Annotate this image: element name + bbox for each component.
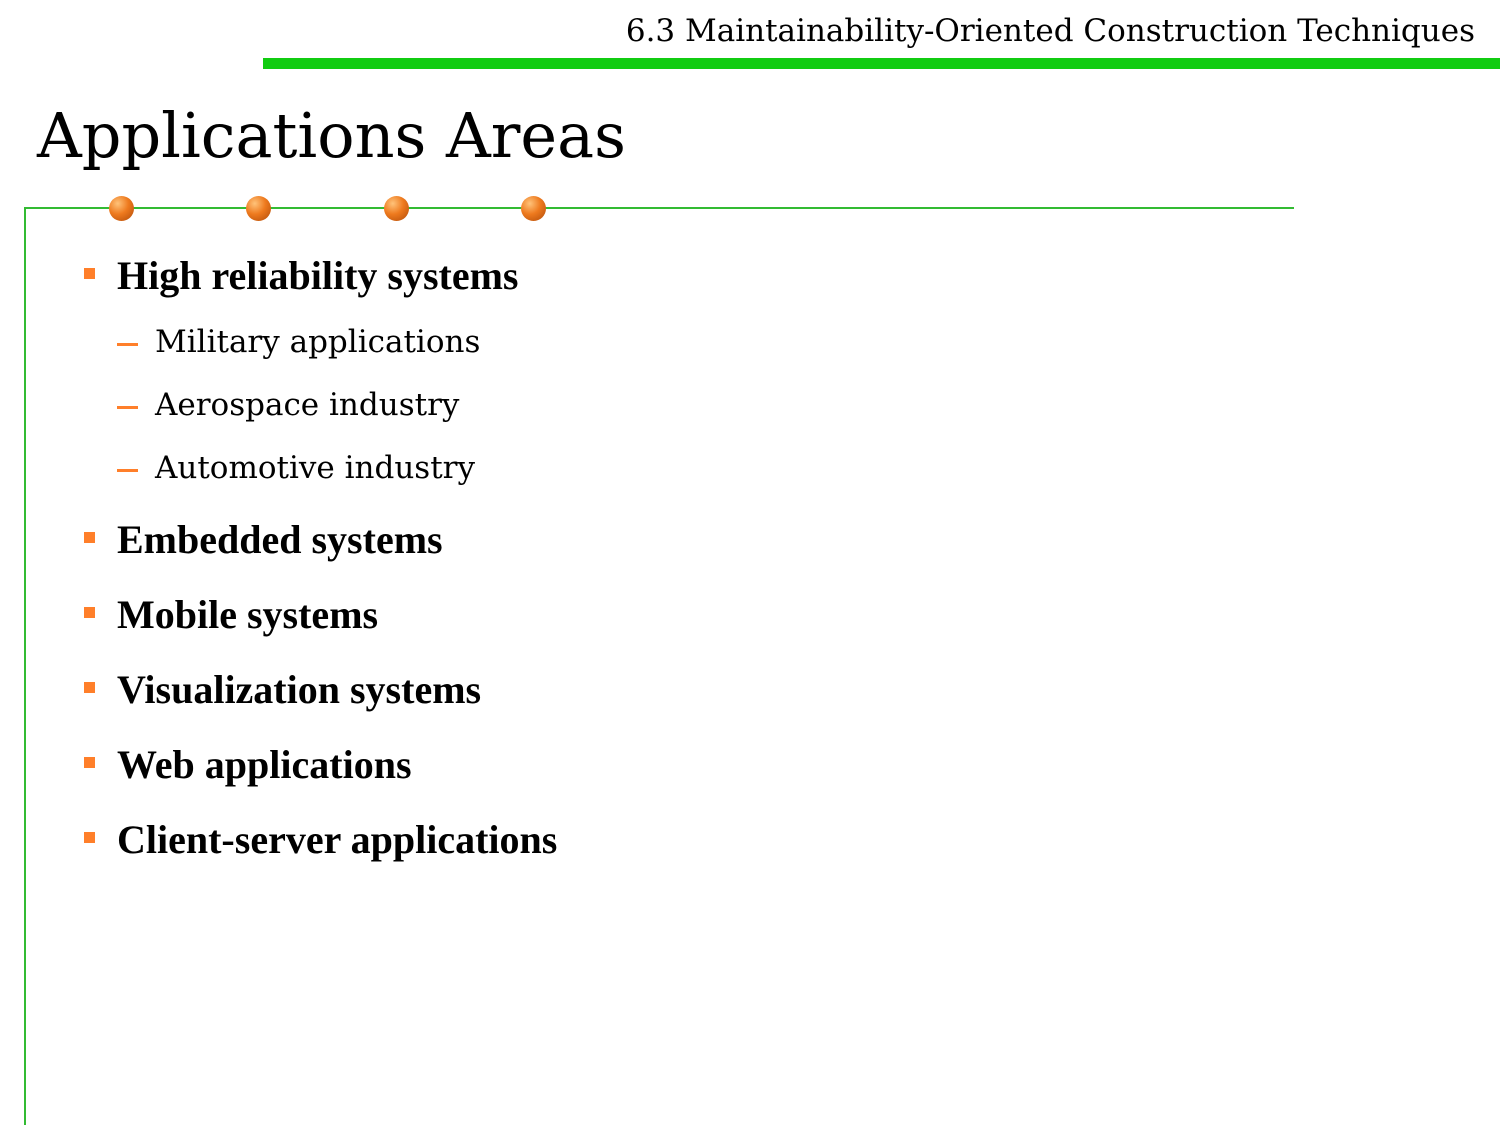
- left-vertical-rule: [24, 207, 26, 1125]
- list-item: Embedded systems: [117, 517, 443, 562]
- orange-square-bullet-icon: [84, 532, 95, 543]
- title-divider: [24, 207, 1294, 209]
- list-item: Mobile systems: [117, 592, 379, 637]
- orange-square-bullet-icon: [84, 832, 95, 843]
- sub-list-item: Aerospace industry: [155, 387, 460, 423]
- sub-list-item: Military applications: [155, 324, 481, 360]
- orange-dash-icon: [117, 343, 138, 346]
- list-item: Visualization systems: [117, 667, 482, 712]
- orange-dash-icon: [117, 406, 138, 409]
- orange-sphere-icon: [521, 196, 546, 221]
- orange-square-bullet-icon: [84, 682, 95, 693]
- section-header: 6.3 Maintainability-Oriented Constructio…: [625, 13, 1475, 49]
- header-accent-bar: [263, 58, 1500, 69]
- orange-sphere-icon: [109, 196, 134, 221]
- orange-square-bullet-icon: [84, 268, 95, 279]
- slide-title: Applications Areas: [37, 99, 626, 172]
- list-item: Web applications: [117, 742, 412, 787]
- sub-list-item: Automotive industry: [155, 450, 476, 486]
- orange-sphere-icon: [384, 196, 409, 221]
- list-item: High reliability systems: [117, 253, 519, 298]
- orange-dash-icon: [117, 469, 138, 472]
- orange-square-bullet-icon: [84, 757, 95, 768]
- list-item: Client-server applications: [117, 817, 558, 862]
- orange-square-bullet-icon: [84, 607, 95, 618]
- orange-sphere-icon: [246, 196, 271, 221]
